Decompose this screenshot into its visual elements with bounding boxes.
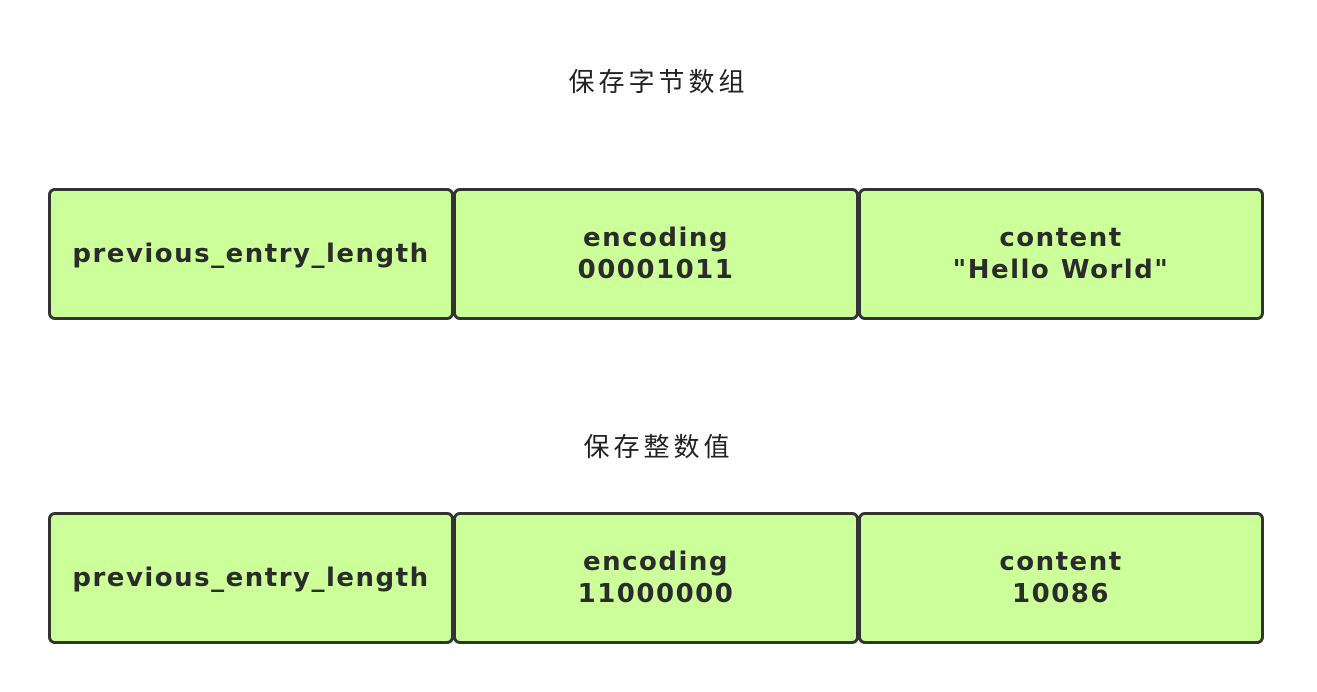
encoding-cell: encoding 11000000	[453, 512, 859, 644]
encoding-label: encoding	[582, 547, 730, 577]
encoding-value: 11000000	[577, 579, 735, 609]
content-value: "Hello World"	[952, 255, 1170, 285]
previous-entry-length-cell: previous_entry_length	[48, 188, 454, 320]
entry-structure-byte-array: previous_entry_length encoding 00001011 …	[48, 188, 1268, 320]
encoding-value: 00001011	[577, 255, 735, 285]
section-title-integer: 保存整数值	[583, 433, 734, 463]
entry-structure-integer: previous_entry_length encoding 11000000 …	[48, 512, 1268, 644]
content-label: content	[999, 223, 1123, 253]
previous-entry-length-label: previous_entry_length	[72, 239, 430, 269]
content-label: content	[999, 547, 1123, 577]
previous-entry-length-cell: previous_entry_length	[48, 512, 454, 644]
encoding-label: encoding	[582, 223, 730, 253]
content-cell: content "Hello World"	[858, 188, 1264, 320]
content-cell: content 10086	[858, 512, 1264, 644]
previous-entry-length-label: previous_entry_length	[72, 563, 430, 593]
section-title-byte-array: 保存字节数组	[568, 68, 749, 98]
encoding-cell: encoding 00001011	[453, 188, 859, 320]
content-value: 10086	[1012, 579, 1110, 609]
